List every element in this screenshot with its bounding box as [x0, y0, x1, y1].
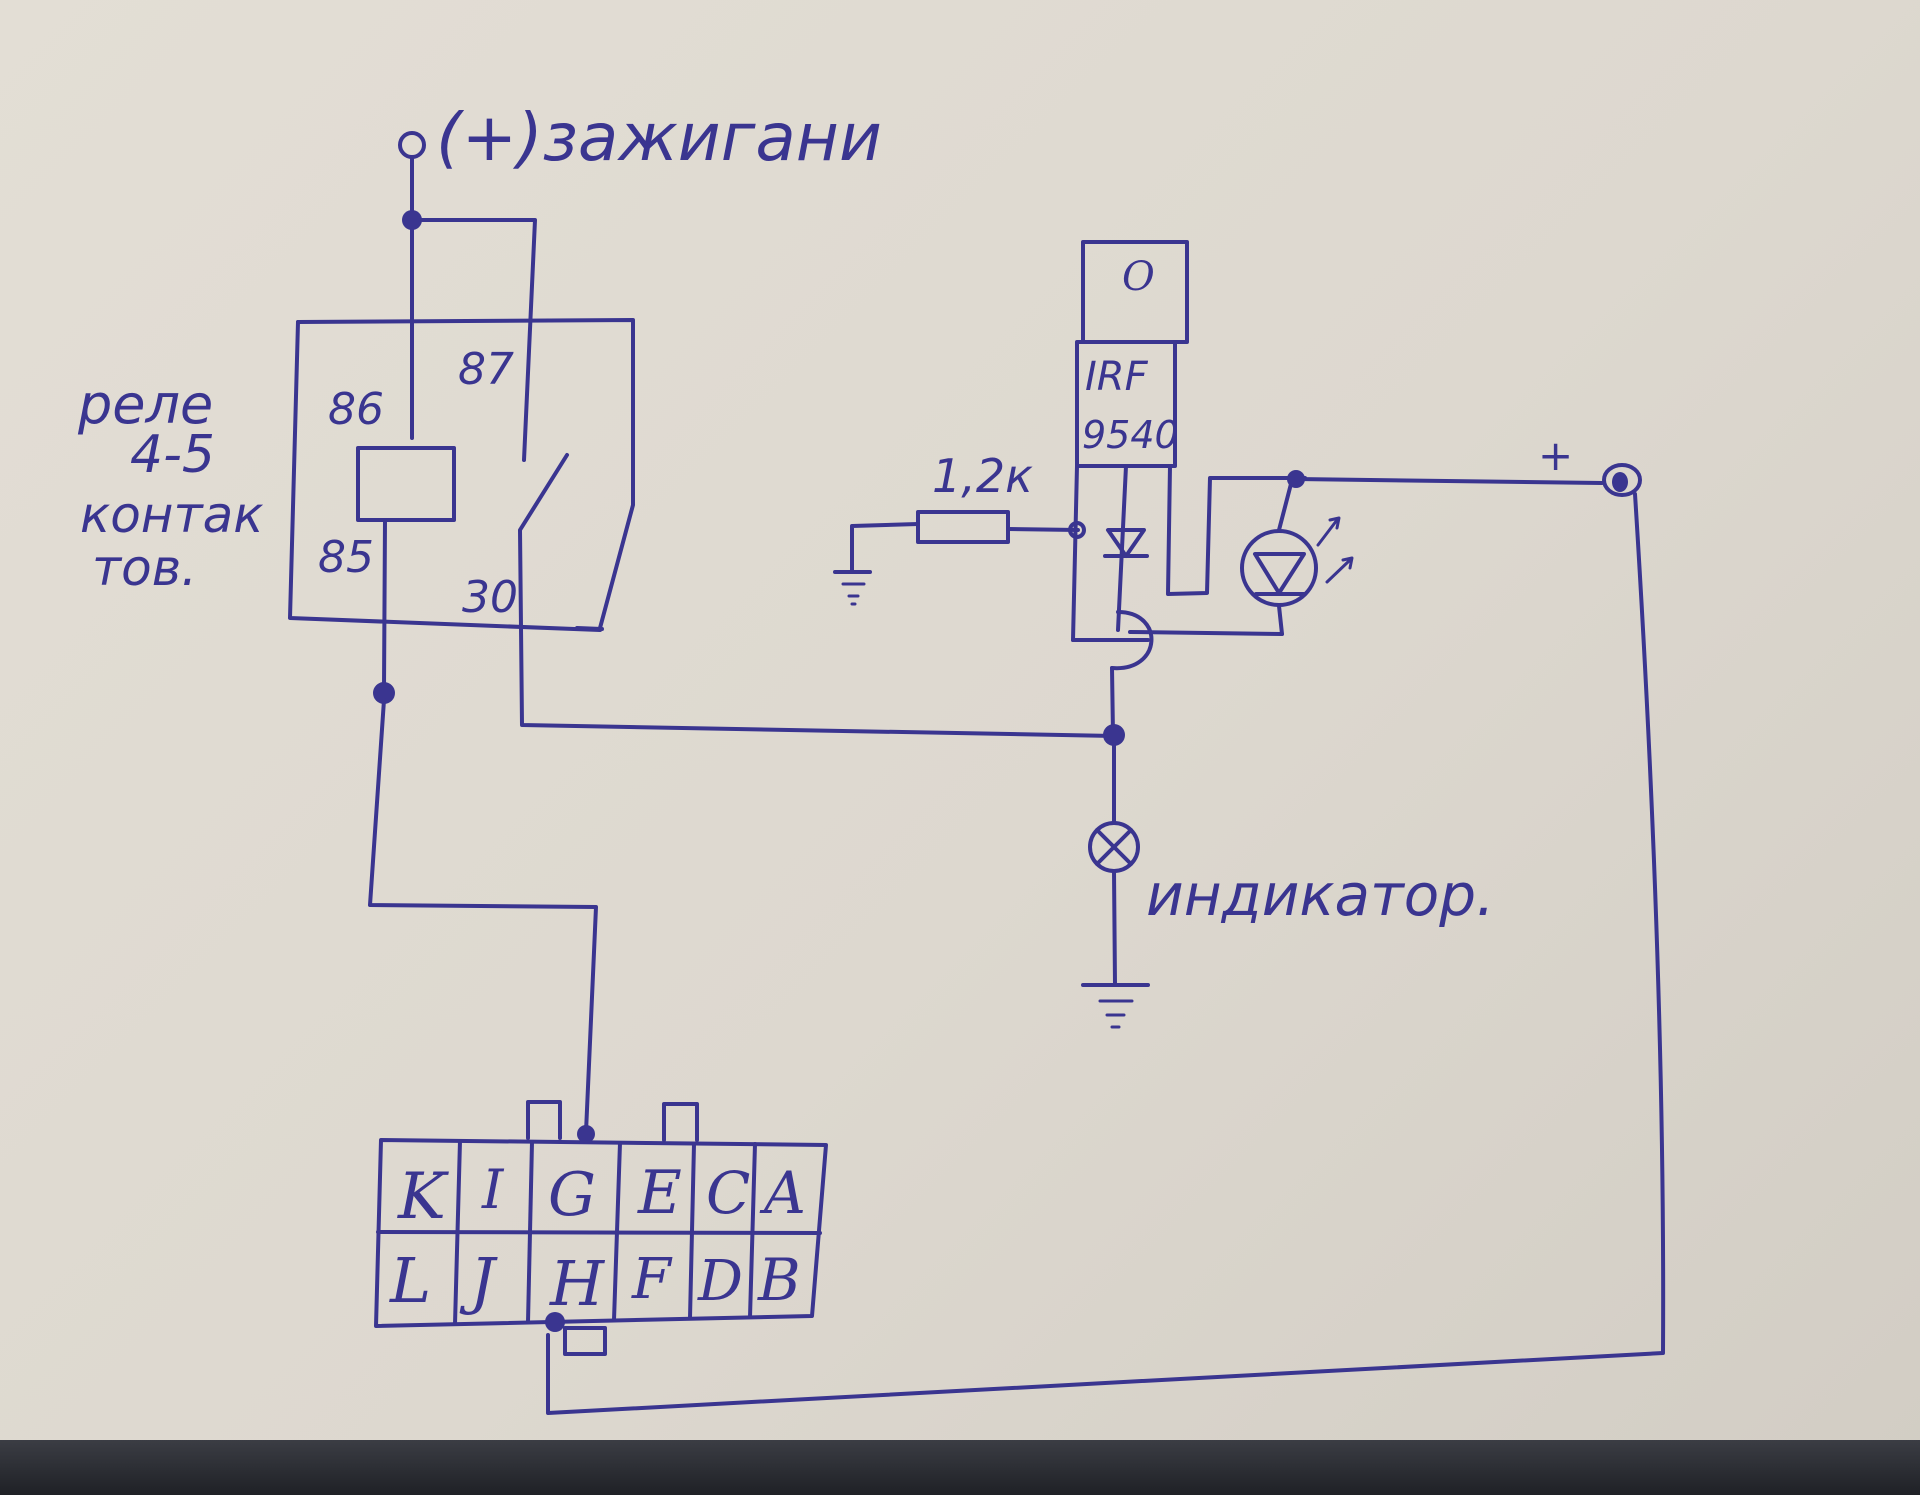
pin-b: B	[757, 1246, 801, 1314]
ground-symbol-bottom	[1081, 983, 1150, 1029]
led-with-arrows	[1240, 478, 1354, 636]
ground-symbol-left	[833, 570, 872, 606]
diagnostic-connector: K I G E C A L J H F D B	[374, 1100, 828, 1356]
pin-30-label: 30	[462, 572, 518, 623]
relay-label-line4: тов.	[92, 539, 197, 597]
pin-j: J	[459, 1244, 498, 1317]
relay-coil	[356, 446, 456, 522]
pin-g-contact	[577, 1125, 595, 1143]
pin-f: F	[631, 1247, 673, 1312]
pin-h: H	[549, 1247, 606, 1320]
ignition-label: (+)зажигани	[436, 99, 882, 176]
battery-feed-wire	[546, 492, 1666, 1415]
pin-c: C	[706, 1159, 750, 1227]
relay: 86 87 85 30	[288, 218, 1117, 738]
pin-a: A	[759, 1159, 806, 1227]
mosfet-label-line2: 9540	[1082, 413, 1179, 457]
pin-i: I	[481, 1158, 505, 1221]
pin-e: E	[637, 1158, 682, 1228]
indicator-label: индикатор.	[1146, 861, 1495, 929]
relay-label-line1: реле	[77, 373, 213, 436]
indicator-lamp	[1088, 742, 1140, 987]
mosfet-irf9540: O IRF 9540	[1071, 240, 1307, 737]
mosfet-label-line1: IRF	[1085, 354, 1149, 400]
connector-key	[563, 1326, 607, 1356]
resistor-1-2k: 1,2к	[850, 449, 1086, 572]
pin-g: G	[548, 1160, 596, 1230]
desk-edge	[0, 1440, 1920, 1495]
plus-label: +	[1538, 431, 1573, 480]
mosfet-hole-label: O	[1122, 254, 1155, 300]
pin-k: K	[397, 1160, 449, 1234]
resistor-label: 1,2к	[932, 449, 1033, 503]
pin-87-label: 87	[458, 344, 514, 395]
pin-85-label: 85	[318, 532, 374, 583]
pin-l: L	[389, 1244, 431, 1317]
positive-rail	[1294, 477, 1604, 485]
battery-terminal	[1602, 463, 1642, 497]
pin-h-contact	[545, 1312, 565, 1332]
pin-d: D	[697, 1249, 743, 1314]
lamp-junction	[1103, 724, 1125, 746]
pin-86-label: 86	[328, 384, 384, 435]
pin85-junction	[373, 682, 395, 704]
relay-label-line3: контак	[80, 486, 263, 544]
relay-label-line2: 4-5	[130, 425, 215, 485]
ignition-terminal	[398, 131, 426, 230]
